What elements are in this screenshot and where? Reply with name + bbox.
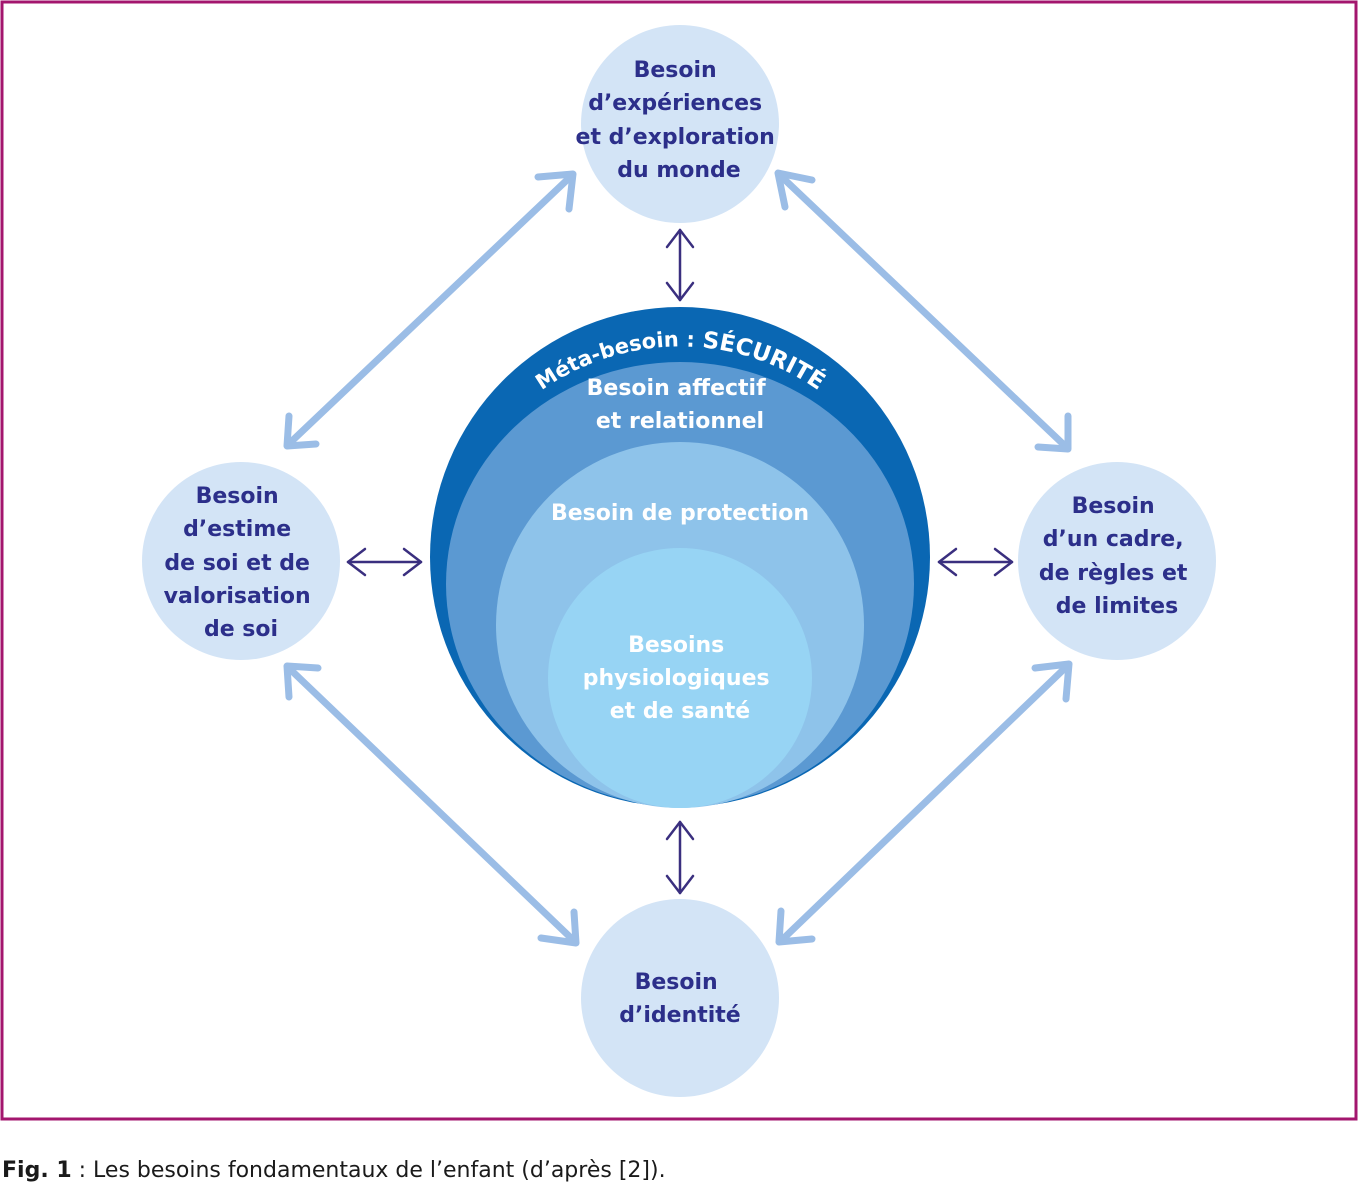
caption-label: Fig. 1 (2, 1158, 72, 1183)
node-left-label: Besoin d’estime de soi et de valorisatio… (164, 484, 319, 642)
arrow-right-bottom (775, 660, 1073, 946)
layer-physio (548, 548, 812, 808)
arrow-top-core (665, 228, 695, 302)
core-affectif-label: Besoin affectif et relationnel (587, 376, 774, 434)
needs-diagram: Méta-besoin : SÉCURITÉ Besoin affectif e… (0, 0, 1358, 1121)
small-arrows (346, 228, 1014, 895)
core-security: Méta-besoin : SÉCURITÉ Besoin affectif e… (430, 307, 930, 808)
figure-caption: Fig. 1 : Les besoins fondamentaux de l’e… (2, 1158, 666, 1183)
arrow-left-top (283, 170, 577, 450)
node-right-label: Besoin d’un cadre, de règles et de limit… (1039, 494, 1195, 619)
arrow-top-right (774, 169, 1072, 453)
arrow-left-bottom (283, 662, 580, 947)
arrow-core-right (937, 547, 1014, 577)
caption-text: : Les besoins fondamentaux de l’enfant (… (71, 1158, 666, 1183)
node-right: Besoin d’un cadre, de règles et de limit… (1018, 462, 1216, 660)
arrow-core-bottom (665, 820, 695, 895)
node-left: Besoin d’estime de soi et de valorisatio… (142, 462, 340, 660)
arrow-left-core (346, 547, 423, 577)
node-bottom: Besoin d’identité (581, 899, 779, 1097)
node-bottom-label: Besoin d’identité (619, 970, 740, 1028)
figure-frame (0, 0, 1358, 1121)
core-physio-label: Besoins physiologiques et de santé (583, 633, 778, 724)
big-arrows (283, 169, 1073, 947)
node-top: Besoin d’expériences et d’exploration du… (576, 25, 783, 223)
core-protection-label: Besoin de protection (551, 501, 809, 526)
node-top-label: Besoin d’expériences et d’exploration du… (576, 58, 783, 183)
